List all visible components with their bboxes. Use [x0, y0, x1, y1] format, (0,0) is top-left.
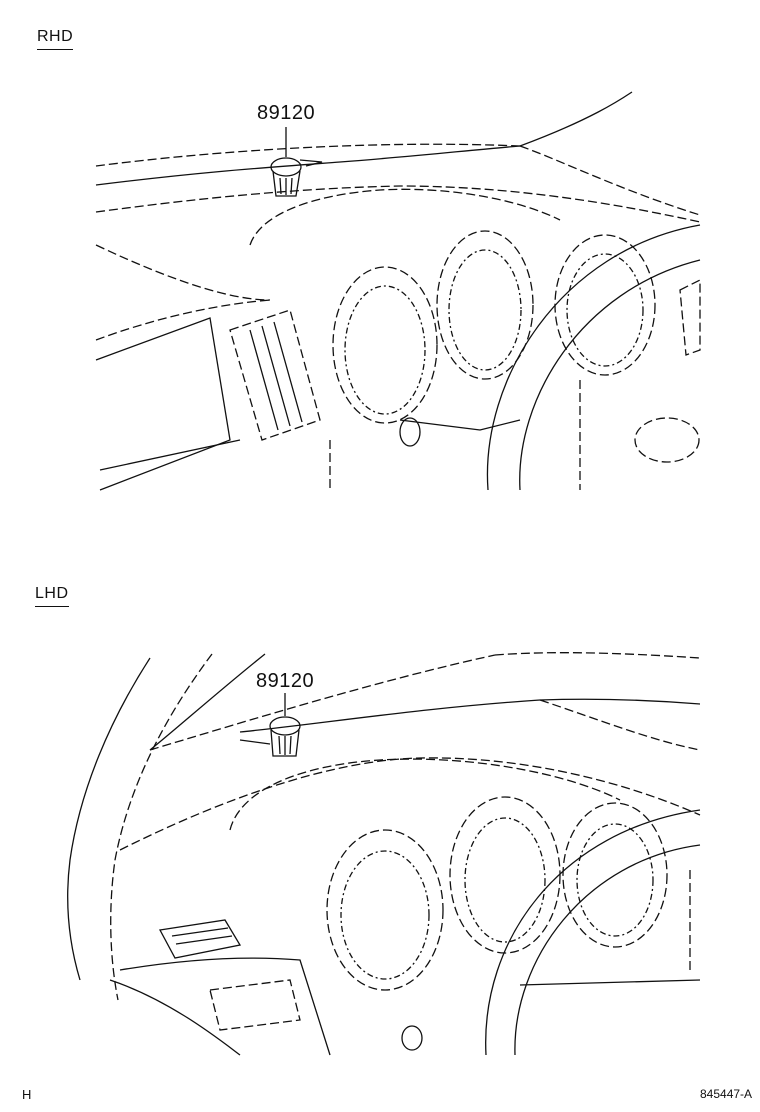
lhd-sensor-cap	[269, 716, 301, 736]
lhd-windshield	[149, 654, 496, 751]
rhd-dash-top-line	[95, 145, 521, 186]
rhd-gauge-left-inner	[344, 285, 426, 415]
footer-left-code: H	[22, 1087, 32, 1102]
part-number-rhd: 89120	[257, 102, 316, 124]
rhd-steering-wheel-outer	[486, 224, 701, 491]
lhd-gauge-center-inner	[464, 817, 546, 943]
lhd-gauge-left	[326, 829, 444, 991]
rhd-sensor-arrow	[299, 159, 323, 167]
lhd-side-vent-slats	[171, 927, 233, 945]
lhd-pillar-edge	[149, 653, 266, 751]
rhd-sensor-body	[272, 170, 301, 197]
footer-right-code: 845447-A	[700, 1087, 753, 1101]
lhd-gauge-right	[562, 802, 668, 948]
rhd-vent	[229, 309, 321, 441]
rhd-gauge-center-inner	[448, 249, 522, 371]
lhd-pillar-outer	[67, 657, 151, 981]
lhd-sensor-ribs	[278, 735, 292, 755]
lhd-center-vent	[209, 979, 301, 1031]
lhd-dash-top	[239, 698, 701, 733]
section-tag-lhd-underline	[35, 606, 69, 607]
rhd-left-panel-line	[99, 439, 241, 471]
lhd-hood	[229, 758, 621, 831]
section-tag-rhd-underline	[37, 49, 74, 50]
rhd-gauge-right-inner	[566, 253, 644, 367]
rhd-dash-upper-panel	[95, 185, 701, 223]
rhd-stalk	[399, 417, 421, 447]
lhd-sensor-body	[270, 729, 300, 757]
lhd-side-vent	[158, 919, 242, 959]
lhd-gauge-center	[449, 796, 561, 954]
lhd-steering-lower	[519, 979, 701, 986]
lhd-gauge-left-inner	[340, 850, 430, 980]
section-tag-lhd-text: LHD	[35, 585, 69, 602]
rhd-steering-wheel-inner	[519, 259, 701, 491]
rhd-gauge-right	[554, 234, 656, 376]
lhd-steering-wheel-outer	[485, 809, 701, 1056]
lhd-steering-wheel-inner	[514, 844, 701, 1056]
section-tag-rhd: RHD	[37, 28, 74, 50]
rhd-right-vent	[679, 278, 701, 356]
rhd-left-panel	[95, 317, 231, 491]
rhd-dash-top-right	[519, 145, 701, 216]
rhd-pillar-2	[95, 299, 271, 341]
rhd-windshield-curve	[519, 91, 633, 147]
lhd-dashboard-drawing	[67, 652, 701, 1056]
section-tag-lhd: LHD	[35, 585, 69, 607]
lhd-pillar-inner	[110, 653, 213, 1001]
lhd-stalk	[401, 1025, 423, 1051]
lhd-center-console	[119, 957, 331, 1056]
lhd-dash-upper	[119, 757, 701, 851]
lhd-sensor-lead	[239, 739, 271, 745]
rhd-pillar	[95, 244, 271, 301]
rhd-round-vent	[634, 417, 700, 463]
rhd-lower-lines	[329, 380, 581, 490]
rhd-gauge-left	[332, 266, 438, 424]
rhd-steering-spoke	[399, 419, 521, 431]
part-number-lhd: 89120	[256, 670, 315, 692]
lhd-lower-arc	[109, 979, 241, 1056]
lhd-dash-right	[539, 699, 701, 751]
lhd-windshield-2	[494, 652, 701, 659]
section-tag-rhd-text: RHD	[37, 28, 74, 45]
rhd-windshield-edge	[95, 143, 521, 167]
rhd-sensor-cap	[270, 157, 302, 177]
rhd-hood	[249, 188, 561, 246]
rhd-gauge-center	[436, 230, 534, 380]
rhd-dashboard-drawing	[95, 91, 701, 491]
rhd-sensor-ribs	[279, 177, 293, 195]
rhd-vent-slats	[249, 321, 303, 431]
lhd-gauge-right-inner	[576, 823, 654, 937]
